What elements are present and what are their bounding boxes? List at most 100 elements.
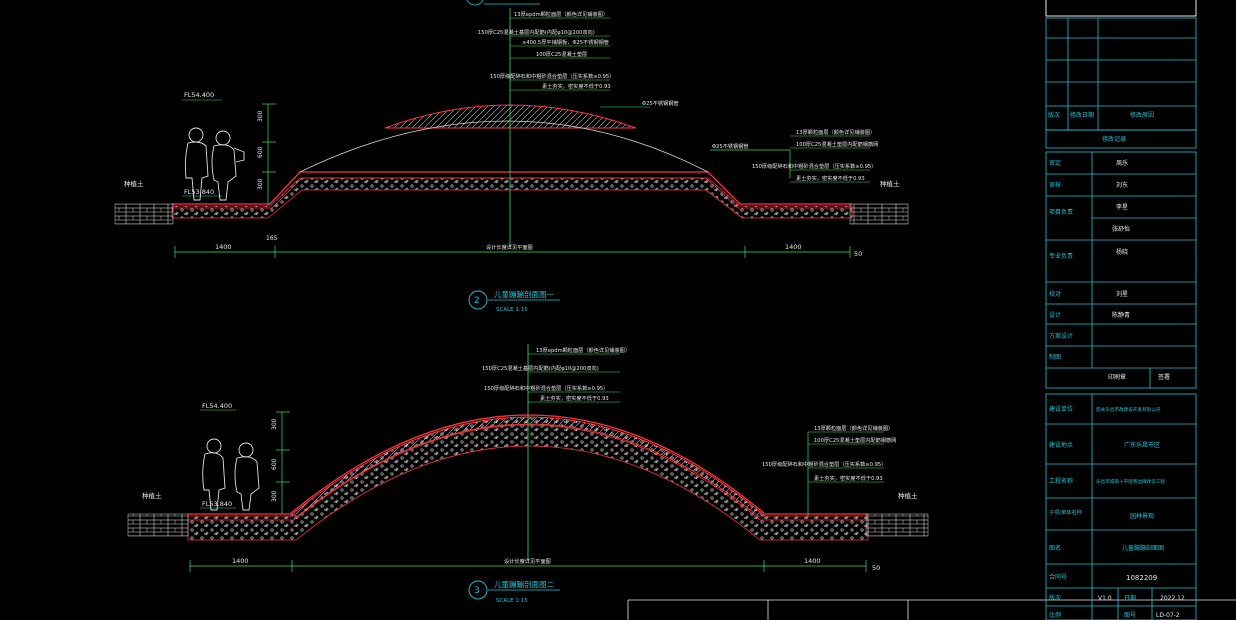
section-3-fl-top: FL54.400 (202, 402, 232, 410)
section-2-right-note-2: 100厚C25混凝土垫层内配筋钢筋网 (796, 140, 878, 148)
tb-row-4-label: 专业负责 (1049, 252, 1073, 260)
section-3-note-2: 150厚C25混凝土基层内配筋(内配φ10@200双向) (482, 364, 599, 372)
tb-row-2-value: 李星 (1116, 203, 1128, 211)
section-3-dim-h3: 300 (271, 490, 278, 502)
section-2-pipe-note-2: Φ25不锈钢钢管 (712, 142, 749, 150)
section-2-dim-end: 50 (854, 250, 862, 258)
section-2-right-note-3: 150厚级配碎石和中粗砂混合垫层（压实系数≥0.95） (752, 162, 876, 170)
tb-project-label: 工程名称 (1049, 477, 1073, 485)
section-2-dome-arc (299, 120, 709, 173)
tb-row-6-label: 设计 (1049, 311, 1061, 319)
tb-drawing-label: 图名 (1049, 544, 1061, 552)
tb-row-7-label: 方案设计 (1049, 332, 1073, 340)
section-2-note-2: 150厚C25混凝土基层内配筋(内配φ10@200双向) (478, 28, 595, 36)
section-2-dim-h1: 300 (257, 110, 264, 122)
section-2-dim-right: 1400 (785, 243, 802, 251)
section-2-right-note-4: 素土夯实，密实度不低于0.93 (796, 174, 865, 182)
tb-rev-date-label: 修改日期 (1070, 111, 1094, 119)
tb-row-0-label: 审定 (1049, 159, 1061, 167)
section-2-dim-h3: 300 (257, 178, 264, 190)
tb-sheet-label: 图号 (1124, 612, 1136, 619)
section-2-children-figure (184, 127, 245, 201)
section-3-dim-end: 50 (872, 564, 880, 572)
tb-rev-version-label: 版次 (1048, 111, 1060, 119)
tb-row-1-value: 刘东 (1116, 181, 1128, 189)
tb-version-label: 版次 (1049, 594, 1061, 602)
section-3-title: 儿童蹦蹦剖面图二 (494, 579, 554, 589)
tb-drawing-value: 儿童蹦蹦剖面图 (1122, 544, 1164, 552)
section-2-note-1: 13厚epdm颗粒面层（颜色详见铺装图） (514, 10, 608, 18)
section-3-drawing (127, 344, 929, 600)
section-2-dim-center: 设计长度详见平面图 (486, 243, 533, 251)
section-3-ground-right-label: 种植土 (898, 491, 918, 500)
section-2-hump (384, 104, 637, 129)
section-2-ground-left-label: 种植土 (124, 179, 144, 188)
section-3-dim-h2: 600 (271, 458, 278, 470)
section-3-right-note-2: 100厚C25混凝土垫层内配筋钢筋网 (814, 436, 896, 444)
section-3-children-figure (202, 438, 260, 511)
tb-row-5-label: 校对 (1049, 290, 1061, 298)
tb-row-6-value: 陈静青 (1112, 311, 1130, 319)
tb-date-label: 日期 (1124, 594, 1136, 602)
section-2-dim-left: 1400 (215, 243, 232, 251)
section-3-note-4: 素土夯实，密实度不低于0.93 (540, 394, 609, 402)
section-2-number: 2 (474, 296, 480, 306)
bottom-strip (627, 599, 1236, 620)
tb-row-4-value: 杨晓 (1116, 248, 1128, 256)
tb-client-value: 韶关乐昌市政建设开发有限公司 (1096, 406, 1161, 413)
tb-row-1-label: 审核 (1049, 181, 1061, 189)
tb-sign-label: 签署 (1158, 373, 1170, 381)
section-2-gravel-base (171, 177, 853, 219)
section-3-ground-left-label: 种植土 (142, 491, 162, 500)
section-3-dim-right: 1400 (804, 557, 821, 565)
section-2-note-4: 100厚C25混凝土垫层 (536, 50, 587, 58)
section-2-pipe-note: Φ25不锈钢钢管 (642, 99, 679, 107)
section-3-ground-left (127, 513, 189, 537)
section-2-title: 儿童蹦蹦剖面图一 (494, 289, 554, 299)
tb-rev-reason-label: 修改原因 (1130, 111, 1154, 119)
section-3-dim-h1: 300 (271, 418, 278, 430)
section-3-number: 3 (474, 586, 480, 596)
tb-contract-label: 合同号 (1049, 573, 1067, 581)
tb-contract-value: 1082209 (1126, 574, 1157, 582)
section-3-right-note-4: 素土夯实，密实度不低于0.93 (814, 474, 883, 482)
section-2-drawing (114, 0, 909, 310)
tb-sheet-value: LD-07-2 (1156, 612, 1180, 619)
section-3-note-1: 13厚epdm颗粒面层（颜色详见铺装图） (536, 346, 630, 354)
tb-project-value: 乐昌市城南十字街周边微改造工程 (1096, 478, 1165, 485)
tb-row-8-label: 制图 (1049, 353, 1061, 361)
tb-sub-value: 园林景观 (1130, 512, 1154, 520)
tb-date-value: 2022.12 (1160, 595, 1185, 602)
section-3-surface-line (188, 414, 868, 515)
section-3-number-circle (468, 580, 488, 600)
section-3-right-note-1: 13厚颗粒面层（颜色详见铺装图） (814, 424, 893, 432)
section-2-fl-top: FL54.400 (184, 91, 214, 99)
section-2-dim-h2: 600 (257, 146, 264, 158)
section-2-ground-right (849, 203, 909, 225)
tb-row-2-label: 项目负责 (1049, 208, 1073, 216)
tb-sub-label: 子项/单体名称 (1049, 508, 1082, 516)
section-3-dim-center: 设计长度详见平面图 (504, 557, 551, 565)
section-2-note-3: ≥400,5厚平铺钢板，Φ25不锈钢钢管 (522, 38, 609, 46)
tb-scale-label: 比例 (1049, 611, 1061, 619)
tb-client-label: 建设单位 (1049, 405, 1073, 413)
section-3-hatched-layer (288, 416, 767, 517)
section-2-surface-line (172, 171, 852, 205)
section-2-number-circle (468, 290, 488, 310)
section-2-scale: SCALE 1:15 (496, 307, 528, 313)
section-2-note-5: 150厚级配碎石和中粗砂混合垫层（压实系数≥0.95） (490, 72, 614, 80)
section-2-right-note-1: 13厚颗粒面层（颜色详见铺装图） (796, 128, 875, 136)
section-3-scale: SCALE 1:15 (496, 598, 528, 604)
section-2-fl-bottom: FL53.840 (184, 188, 214, 196)
section-3-ground-right (865, 513, 929, 537)
tb-stamp-label: 印刷章 (1108, 373, 1126, 381)
tb-row-5-value: 刘星 (1116, 290, 1128, 298)
section-3-dim-left: 1400 (232, 557, 249, 565)
section-3-note-3: 150厚级配碎石和中粗砂混合垫层（压实系数≥0.95） (484, 384, 608, 392)
section-3-fl-bottom: FL53.840 (202, 500, 232, 508)
section-2-note-6: 素土夯实，密实度不低于0.93 (542, 82, 611, 90)
tb-site-value: 广东乐昌市区 (1124, 441, 1160, 449)
tb-row-3-value: 张舒怡 (1112, 225, 1130, 233)
section-2-ground-left (114, 203, 174, 225)
